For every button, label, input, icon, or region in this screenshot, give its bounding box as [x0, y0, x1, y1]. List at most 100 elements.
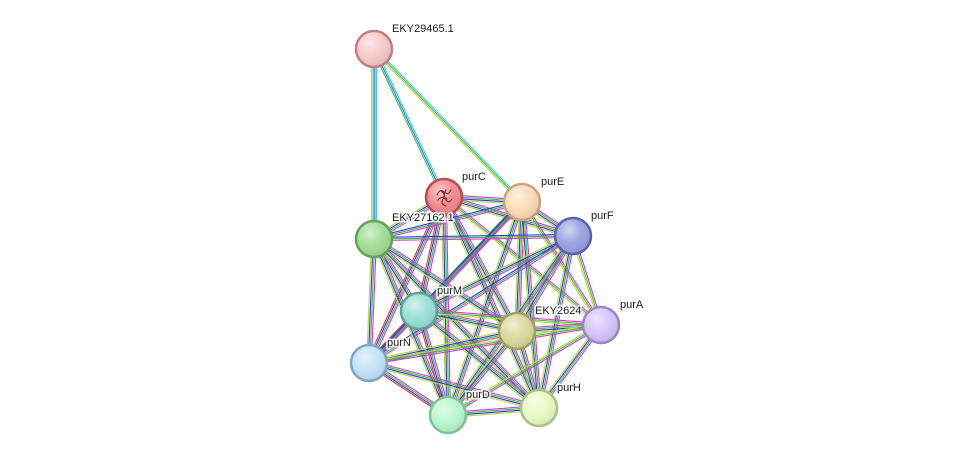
edge-evidence-line	[515, 201, 522, 331]
node-eky29465-1[interactable]	[354, 29, 394, 69]
node-gloss	[584, 308, 618, 342]
node-label-halo: purH	[557, 382, 581, 394]
edge-evidence-line	[374, 237, 574, 242]
node-gloss	[522, 391, 556, 425]
node-label-eky2624: EKY2624	[535, 305, 581, 317]
edge-pura-purd[interactable]	[446, 323, 603, 417]
node-label-halo: EKY2624	[535, 305, 581, 317]
edge-evidence-line	[417, 233, 573, 310]
node-purf[interactable]	[553, 216, 593, 256]
edge-eky27162-1-purn[interactable]	[366, 238, 377, 364]
edge-evidence-line	[368, 364, 539, 411]
edge-evidence-line	[416, 196, 443, 311]
node-label-halo: purA	[620, 299, 644, 311]
edge-purc-purd[interactable]	[441, 196, 451, 416]
node-label-pura: purA	[620, 299, 644, 311]
edge-evidence-line	[367, 238, 374, 363]
node-label-halo: purM	[437, 285, 462, 297]
edge-evidence-line	[375, 236, 519, 330]
edge-evidence-line	[419, 237, 575, 314]
edge-purf-eky27162-1[interactable]	[373, 233, 574, 242]
node-gloss	[505, 185, 539, 219]
protein-structure-icon	[436, 189, 453, 207]
edge-eky29465-1-pure[interactable]	[372, 47, 524, 204]
node-layer	[349, 29, 621, 435]
edge-evidence-line	[368, 235, 574, 364]
node-gloss	[357, 32, 391, 66]
edge-evidence-line	[369, 360, 540, 407]
edge-evidence-line	[522, 200, 603, 325]
edge-pura-purn[interactable]	[368, 322, 602, 366]
node-label-halo: purF	[591, 210, 614, 222]
edge-evidence-line	[373, 235, 574, 240]
node-purh[interactable]	[519, 388, 559, 428]
node-label-halo: purN	[387, 337, 411, 349]
node-label-halo: EKY27162.1	[392, 212, 454, 224]
edge-evidence-line	[445, 196, 451, 415]
node-pura[interactable]	[581, 305, 621, 345]
node-label-purd: purD	[466, 389, 490, 401]
edge-pure-eky27162-1[interactable]	[373, 199, 523, 242]
edge-evidence-line	[373, 48, 445, 198]
edge-eky29465-1-eky27162-1[interactable]	[371, 49, 377, 239]
edge-evidence-line	[441, 197, 447, 416]
edge-evidence-line	[418, 234, 573, 311]
edge-evidence-line	[374, 47, 524, 202]
edge-evidence-line	[446, 323, 601, 415]
edge-evidence-line	[521, 201, 602, 326]
edge-evidence-line	[373, 48, 523, 203]
edge-evidence-line	[373, 233, 573, 238]
edge-evidence-line	[442, 197, 448, 416]
node-purc[interactable]	[424, 177, 464, 217]
node-eky2624[interactable]	[497, 311, 537, 351]
edge-evidence-line	[447, 324, 602, 416]
edge-evidence-line	[444, 196, 450, 415]
node-gloss	[556, 219, 590, 253]
edge-evidence-line	[420, 203, 525, 314]
edge-evidence-line	[368, 363, 539, 410]
edge-evidence-line	[369, 326, 602, 366]
edge-evidence-line	[372, 49, 444, 198]
node-label-halo: purC	[462, 171, 486, 183]
node-label-purc: purC	[462, 171, 486, 183]
node-gloss	[431, 398, 465, 432]
node-purd[interactable]	[428, 395, 468, 435]
edge-evidence-line	[368, 324, 602, 364]
node-label-purm: purM	[437, 285, 462, 297]
edge-pure-pura[interactable]	[520, 200, 603, 327]
edge-evidence-line	[419, 309, 540, 408]
node-eky27162-1[interactable]	[354, 219, 394, 259]
node-label-pure: purE	[541, 176, 564, 188]
node-gloss	[402, 294, 436, 328]
node-label-eky29465-1: EKY29465.1	[392, 23, 454, 35]
node-label-halo: EKY29465.1	[392, 23, 454, 35]
edge-purn-purh[interactable]	[368, 360, 540, 411]
node-gloss	[352, 346, 386, 380]
edge-purm-purh[interactable]	[417, 308, 541, 411]
node-gloss	[357, 222, 391, 256]
edge-evidence-line	[369, 239, 376, 364]
edge-evidence-line	[374, 203, 523, 242]
edge-evidence-line	[374, 48, 446, 197]
node-label-purf: purF	[591, 210, 614, 222]
edge-evidence-line	[368, 328, 517, 362]
edge-eky29465-1-purc[interactable]	[372, 48, 446, 198]
node-label-eky27162-1: EKY27162.1	[392, 212, 454, 224]
edge-evidence-line	[448, 202, 524, 416]
edge-evidence-line	[520, 202, 601, 327]
edge-evidence-line	[366, 238, 373, 363]
node-label-halo: purD	[466, 389, 490, 401]
node-purm[interactable]	[399, 291, 439, 331]
edge-evidence-line	[369, 202, 524, 365]
edge-purf-purm[interactable]	[417, 233, 575, 314]
edge-evidence-line	[540, 236, 576, 409]
edge-evidence-line	[371, 239, 447, 417]
node-pure[interactable]	[502, 182, 542, 222]
edge-evidence-line	[420, 308, 541, 407]
edge-evidence-line	[448, 325, 603, 417]
node-purn[interactable]	[349, 343, 389, 383]
edge-evidence-line	[418, 311, 539, 410]
edge-evidence-line	[539, 236, 575, 409]
